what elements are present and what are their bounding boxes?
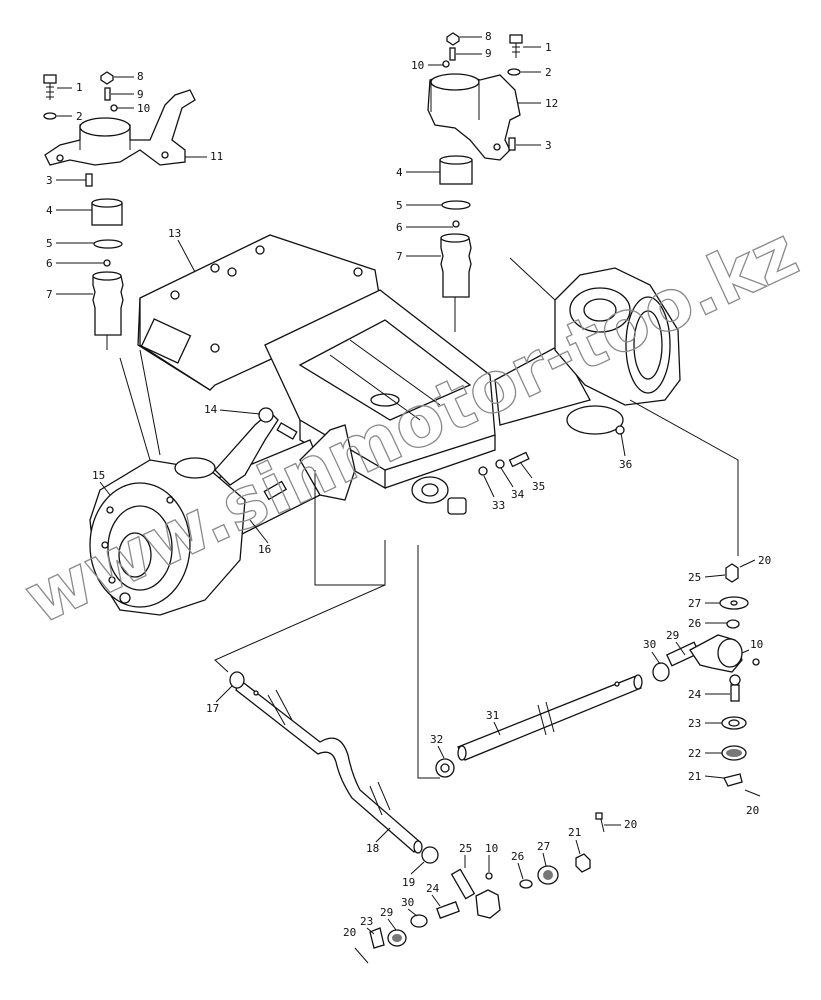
callout-label: 2 (545, 66, 552, 79)
callout-label: 10 (137, 102, 150, 115)
ball-stud-24 (436, 901, 460, 919)
callout-label: 22 (688, 747, 701, 760)
callout-label: 2 (76, 110, 83, 123)
callout-label: 8 (137, 70, 144, 83)
callout-label: 26 (688, 617, 701, 630)
callout-label: 13 (168, 227, 181, 240)
callout-label: 27 (688, 597, 701, 610)
pin-part-icon (508, 137, 516, 151)
washer-part-icon (507, 68, 521, 76)
axle-housing (89, 234, 681, 616)
callout-label: 23 (688, 717, 701, 730)
pin-part-icon (85, 173, 93, 187)
callout-label: 19 (402, 876, 415, 889)
nut-part-icon (100, 71, 114, 85)
callout-label: 31 (486, 709, 499, 722)
bushing-part-icon (439, 155, 473, 185)
callout-label: 8 (485, 30, 492, 43)
callout-label: 4 (46, 204, 53, 217)
callout-label: 3 (545, 139, 552, 152)
callout-label: 10 (485, 842, 498, 855)
right-kingpin-assembly (427, 32, 523, 332)
bushing-part-icon (91, 198, 123, 226)
right-ball-joint (652, 559, 761, 797)
grease-nipple-icon (442, 60, 450, 68)
washer-part-icon (43, 112, 57, 120)
kingpin-part-icon (92, 271, 124, 350)
callout-label: 7 (46, 288, 53, 301)
bolt-part-icon (509, 34, 523, 58)
callout-label: 20 (758, 554, 771, 567)
callout-label: 14 (204, 403, 218, 416)
callout-label: 12 (545, 97, 558, 110)
leader-lines (119, 257, 739, 779)
callout-label: 1 (76, 81, 83, 94)
callout-label: 35 (532, 480, 545, 493)
left-kingpin-assembly (43, 71, 196, 350)
callout-label: 25 (459, 842, 472, 855)
callout-labels: 1 2 8 9 10 11 3 4 5 6 7 13 8 9 10 1 2 12 (46, 30, 771, 939)
callout-label: 20 (343, 926, 356, 939)
pinion-flange (411, 451, 530, 515)
ball-part-icon (452, 220, 460, 228)
callout-label: 27 (537, 840, 550, 853)
callout-label: 25 (688, 571, 701, 584)
callout-label: 4 (396, 166, 403, 179)
drag-link-18 (229, 671, 423, 854)
callout-label: 10 (411, 59, 424, 72)
grease-nipple-icon (110, 104, 118, 112)
callout-label: 23 (360, 915, 373, 928)
callout-label: 10 (750, 638, 763, 651)
callout-label: 6 (46, 257, 53, 270)
callout-label: 9 (485, 47, 492, 60)
callout-label: 26 (511, 850, 524, 863)
callout-label: 16 (258, 543, 271, 556)
kingpin-part-icon (440, 233, 472, 332)
ball-part-icon (103, 259, 111, 267)
callout-label: 21 (688, 770, 701, 783)
kingpin-bracket (44, 89, 196, 166)
callout-label: 18 (366, 842, 379, 855)
o-ring-part-icon (93, 239, 123, 249)
callout-label: 30 (643, 638, 656, 651)
callout-label: 15 (92, 469, 105, 482)
callout-label: 5 (46, 237, 53, 250)
callout-label: 32 (430, 733, 443, 746)
callout-label: 20 (746, 804, 759, 817)
bolt-part-icon (43, 74, 57, 100)
callout-label: 3 (46, 174, 53, 187)
nut-32 (435, 758, 455, 778)
callout-label: 29 (666, 629, 679, 642)
callout-label: 24 (426, 882, 440, 895)
kingpin-bracket (427, 73, 521, 161)
callout-label: 29 (380, 906, 393, 919)
callout-label: 6 (396, 221, 403, 234)
pin-part-icon (449, 47, 456, 61)
callout-label: 20 (624, 818, 637, 831)
callout-label: 36 (619, 458, 632, 471)
callout-label: 5 (396, 199, 403, 212)
callout-label: 11 (210, 150, 223, 163)
callout-label: 17 (206, 702, 219, 715)
callout-label: 7 (396, 250, 403, 263)
steering-arm (214, 407, 356, 501)
callout-label: 1 (545, 41, 552, 54)
pin-part-icon (104, 87, 111, 101)
tie-rod-31 (457, 674, 643, 761)
ball-stud-24 (729, 674, 741, 702)
nut-part-icon (446, 32, 460, 46)
callout-label: 21 (568, 826, 581, 839)
callout-label: 30 (401, 896, 414, 909)
lower-ball-joint (354, 812, 605, 964)
left-wheel-hub (89, 457, 246, 616)
right-wheel-hub (554, 267, 681, 435)
callout-label: 24 (688, 688, 702, 701)
o-ring-part-icon (441, 200, 471, 210)
callout-label: 33 (492, 499, 505, 512)
callout-label: 34 (511, 488, 525, 501)
callout-label: 9 (137, 88, 144, 101)
